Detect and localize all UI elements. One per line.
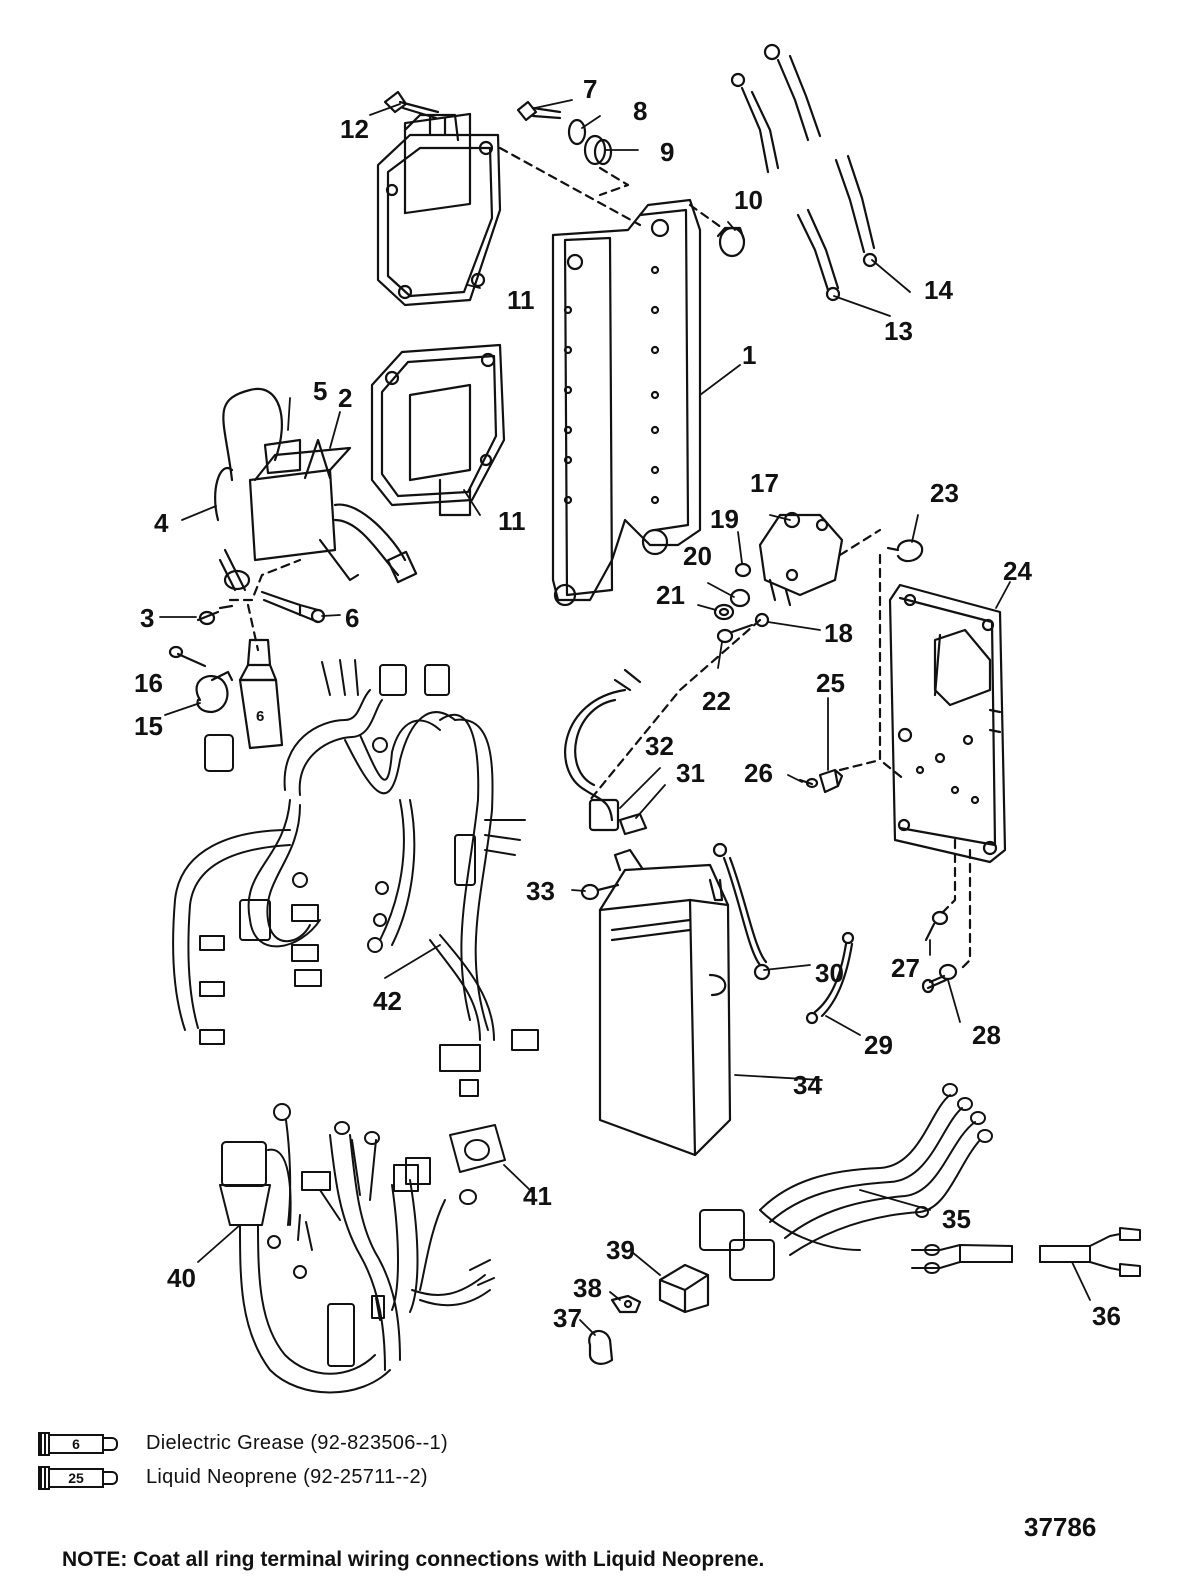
- callout-12: 12: [340, 114, 369, 144]
- figure-number: 37786: [1024, 1512, 1097, 1542]
- electrical-box: [598, 848, 732, 1157]
- screw-33: [580, 883, 620, 901]
- tube-icon: 6: [38, 1432, 122, 1456]
- callout-29: 29: [864, 1030, 893, 1060]
- harness-35: [699, 1083, 993, 1281]
- callout-8: 8: [633, 96, 648, 126]
- note-text: NOTE: Coat all ring terminal wiring conn…: [62, 1548, 765, 1571]
- callout-34: 34: [793, 1070, 822, 1100]
- legend-row-grease: 6 Dielectric Grease (92-823506--1): [38, 1428, 448, 1458]
- wire-lead-36: [911, 1227, 1141, 1277]
- callout-38: 38: [573, 1273, 602, 1303]
- callout-31: 31: [676, 758, 705, 788]
- ground-wire-13: [730, 72, 841, 302]
- callout-21: 21: [656, 580, 685, 610]
- screw-26: [798, 777, 819, 789]
- callout-15: 15: [134, 711, 163, 741]
- callout-4: 4: [154, 508, 169, 538]
- callout-1: 1: [742, 340, 757, 370]
- screw-3: [196, 604, 234, 626]
- callout-32: 32: [645, 731, 674, 761]
- callout-11b: 11: [498, 506, 526, 536]
- callout-36: 36: [1092, 1301, 1121, 1331]
- callout-24: 24: [1003, 556, 1032, 586]
- callout-16: 16: [134, 668, 163, 698]
- callout-14: 14: [924, 275, 953, 305]
- callout-11a: 11: [507, 285, 535, 315]
- callout-2: 2: [338, 383, 353, 413]
- callout-39: 39: [606, 1235, 635, 1265]
- callout-17: 17: [750, 468, 779, 498]
- ignition-coil: [214, 387, 418, 592]
- callout-23: 23: [930, 478, 959, 508]
- callout-42: 42: [373, 986, 402, 1016]
- legend-text-neoprene: Liquid Neoprene (92-25711--2): [146, 1465, 428, 1488]
- clip-23: [886, 539, 924, 563]
- grease-tube-label: 6: [256, 708, 265, 725]
- callout-20: 20: [683, 541, 712, 571]
- ignition-module-upper: [376, 112, 502, 307]
- callout-27: 27: [891, 953, 920, 983]
- mounting-bracket: [551, 198, 702, 607]
- callout-5: 5: [313, 376, 328, 406]
- bushing-10: [716, 226, 746, 258]
- ignition-module-lower: [370, 343, 506, 517]
- callout-6: 6: [345, 603, 360, 633]
- cap-37: [588, 1329, 614, 1365]
- bolt-7: [516, 100, 562, 122]
- dielectric-grease-tube: [238, 638, 284, 750]
- starter-solenoid: [758, 511, 844, 607]
- spark-plug: [260, 590, 326, 624]
- ground-wire-14: [763, 43, 878, 268]
- callout-33: 33: [526, 876, 555, 906]
- callout-28: 28: [972, 1020, 1001, 1050]
- ground-wire-29: [805, 931, 855, 1025]
- screw-22: [716, 623, 754, 644]
- bracket-38: [610, 1294, 642, 1314]
- screw-16: [168, 645, 207, 668]
- relay-39: [658, 1263, 710, 1314]
- callout-19: 19: [710, 504, 739, 534]
- callout-40: 40: [167, 1263, 196, 1293]
- callout-18: 18: [824, 618, 853, 648]
- callout-3: 3: [140, 603, 155, 633]
- nut-21: [713, 603, 735, 621]
- callout-13: 13: [884, 316, 913, 346]
- ground-wire-30: [712, 842, 771, 981]
- callout-25: 25: [816, 668, 845, 698]
- screw-28: [921, 963, 958, 994]
- bolt-12: [383, 90, 440, 120]
- legend-row-neoprene: 25 Liquid Neoprene (92-25711--2): [38, 1462, 428, 1492]
- callout-26: 26: [744, 758, 773, 788]
- grommet-9: [583, 134, 613, 166]
- callout-41: 41: [523, 1181, 552, 1211]
- clamp-15: [195, 670, 234, 714]
- temperature-sensor-lead: [564, 668, 648, 836]
- engine-harness: [219, 1103, 506, 1394]
- clip-25: [818, 768, 844, 794]
- callout-22: 22: [702, 686, 731, 716]
- callout-30: 30: [815, 958, 844, 988]
- main-harness: [172, 659, 539, 1097]
- nut-19: [734, 562, 752, 578]
- legend-text-grease: Dielectric Grease (92-823506--1): [146, 1431, 448, 1454]
- tube-icon: 25: [38, 1466, 122, 1490]
- screw-27: [924, 910, 949, 942]
- callout-37: 37: [553, 1303, 582, 1333]
- callout-35: 35: [942, 1204, 971, 1234]
- nut-18: [754, 612, 770, 628]
- mounting-plate: [888, 583, 1007, 864]
- callout-7: 7: [583, 74, 598, 104]
- washer-20: [729, 588, 751, 608]
- callout-10: 10: [734, 185, 763, 215]
- callout-9: 9: [660, 137, 675, 167]
- washer-8: [567, 118, 587, 146]
